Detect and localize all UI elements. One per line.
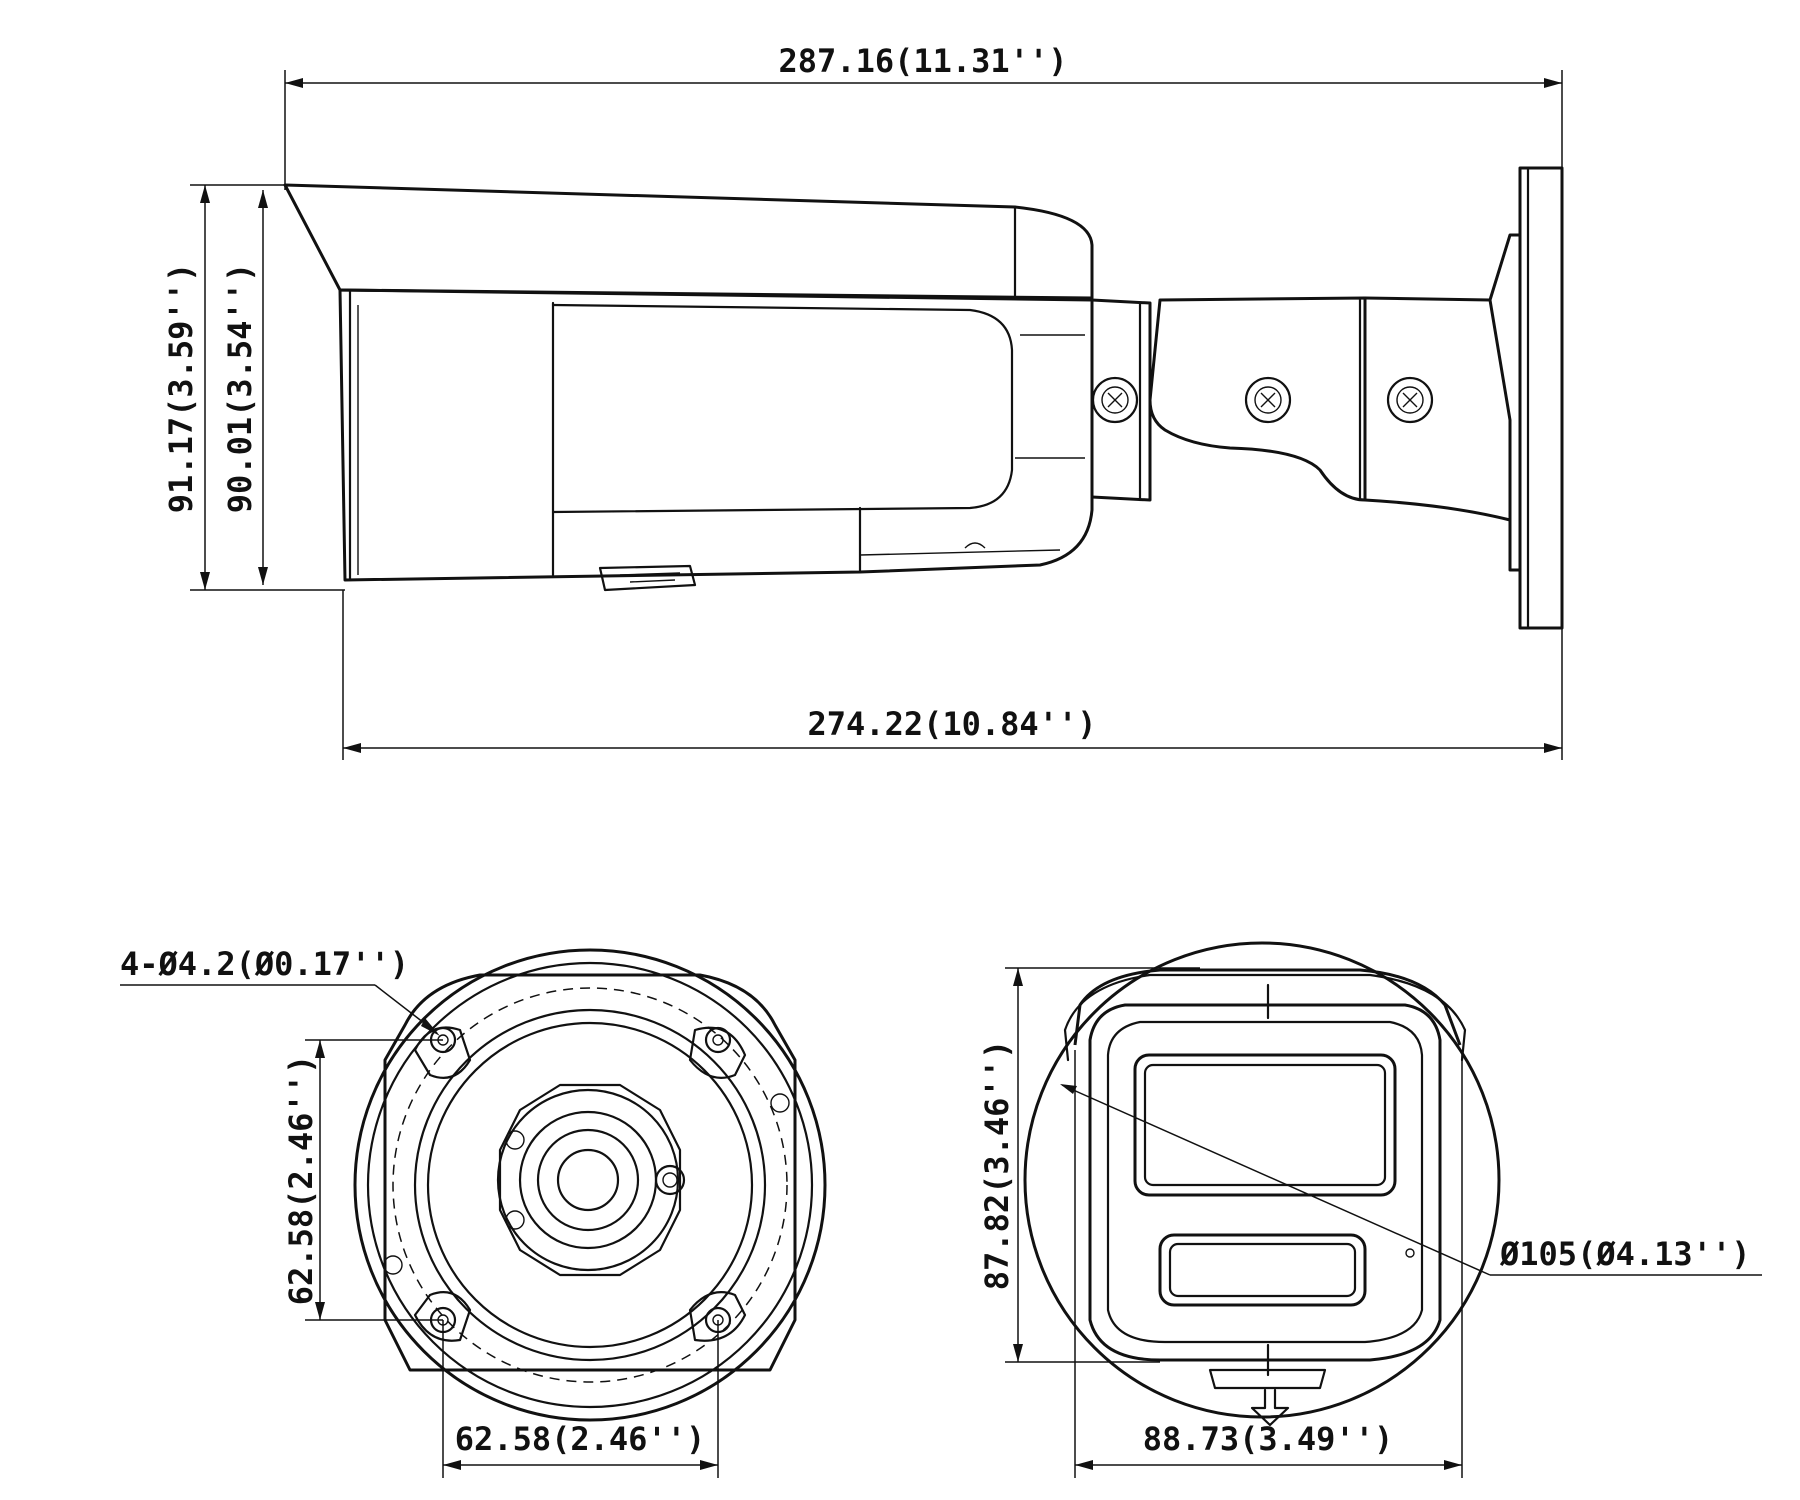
hole-spec-label: 4-Ø4.2(Ø0.17'') [120, 945, 409, 983]
screw-icon [1244, 376, 1292, 424]
mounting-hole-icon [413, 1026, 472, 1079]
overall-length-dimension: 287.16(11.31'') [284, 42, 1563, 760]
mounting-arm [1091, 166, 1564, 630]
overall-length-label: 287.16(11.31'') [779, 42, 1068, 80]
diameter-callout: Ø105(Ø4.13'') [1060, 1084, 1762, 1276]
diameter-label: Ø105(Ø4.13'') [1499, 1235, 1750, 1273]
height-outer-label: 91.17(3.59'') [162, 263, 200, 513]
height-inner-label: 90.01(3.54'') [221, 263, 259, 513]
camera-housing [283, 183, 1094, 592]
front-width-label: 88.73(3.49'') [1143, 1420, 1393, 1458]
screw-icon [1091, 376, 1139, 424]
hole-spacing-horizontal-dimension: 62.58(2.46'') [442, 1320, 719, 1478]
front-height-label: 87.82(3.46'') [978, 1040, 1016, 1290]
side-view: 287.16(11.31'') [162, 42, 1564, 760]
mounting-hole-icon [688, 1026, 747, 1079]
housing-length-label: 274.22(10.84'') [808, 705, 1097, 743]
front-view: 87.82(3.46'') 88.73(3.49'') Ø105(Ø4.13''… [978, 941, 1762, 1478]
hole-spacing-vertical-dimension: 62.58(2.46'') [282, 1039, 443, 1321]
front-width-dimension: 88.73(3.49'') [1074, 1050, 1463, 1478]
height-dimensions: 91.17(3.59'') 90.01(3.54'') [162, 184, 345, 591]
front-height-dimension: 87.82(3.46'') [978, 967, 1200, 1363]
screw-icon [1386, 376, 1434, 424]
housing-length-dimension: 274.22(10.84'') [342, 590, 1562, 760]
hole-spec-callout: 4-Ø4.2(Ø0.17'') [120, 945, 440, 1036]
base-view: 4-Ø4.2(Ø0.17'') 62.58(2.46'') 62.58(2.46… [120, 945, 827, 1478]
hole-spacing-horizontal-label: 62.58(2.46'') [455, 1420, 705, 1458]
hole-spacing-vertical-label: 62.58(2.46'') [282, 1055, 320, 1305]
